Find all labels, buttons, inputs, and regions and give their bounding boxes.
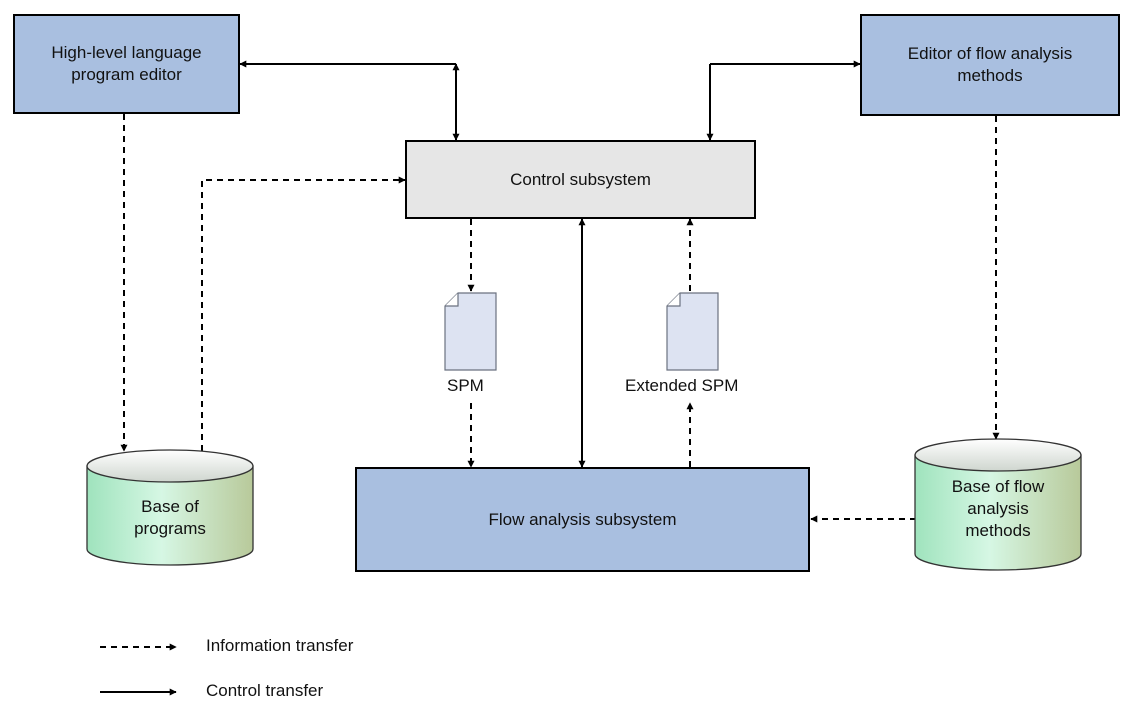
spm-document-icon <box>444 292 497 371</box>
hll-program-editor-box: High-level language program editor <box>13 14 240 114</box>
spm-label: SPM <box>447 376 484 395</box>
base-programs-label: Base of programs <box>134 497 206 538</box>
method-editor-box: Editor of flow analysis methods <box>860 14 1120 116</box>
control-subsystem-box: Control subsystem <box>405 140 756 219</box>
base-programs-cylinder <box>86 449 254 566</box>
base-methods-cylinder <box>914 438 1082 571</box>
flow-analysis-subsystem-box: Flow analysis subsystem <box>355 467 810 572</box>
info-edges <box>120 114 1000 523</box>
edge-base-programs-to-control <box>201 176 406 451</box>
hll-program-editor-label: High-level language program editor <box>51 43 202 84</box>
legend-lines <box>100 643 177 696</box>
extended-spm-label: Extended SPM <box>625 376 739 395</box>
control-subsystem-label: Control subsystem <box>510 169 651 189</box>
control-edges <box>239 60 861 468</box>
method-editor-label: Editor of flow analysis methods <box>907 44 1073 85</box>
flow-analysis-subsystem-label: Flow analysis subsystem <box>488 509 677 529</box>
legend-information-transfer: Information transfer <box>206 636 354 655</box>
extended-spm-document-icon <box>666 292 719 371</box>
legend-control-transfer: Control transfer <box>206 681 324 700</box>
base-methods-label: Base of flow analysis methods <box>951 477 1045 540</box>
